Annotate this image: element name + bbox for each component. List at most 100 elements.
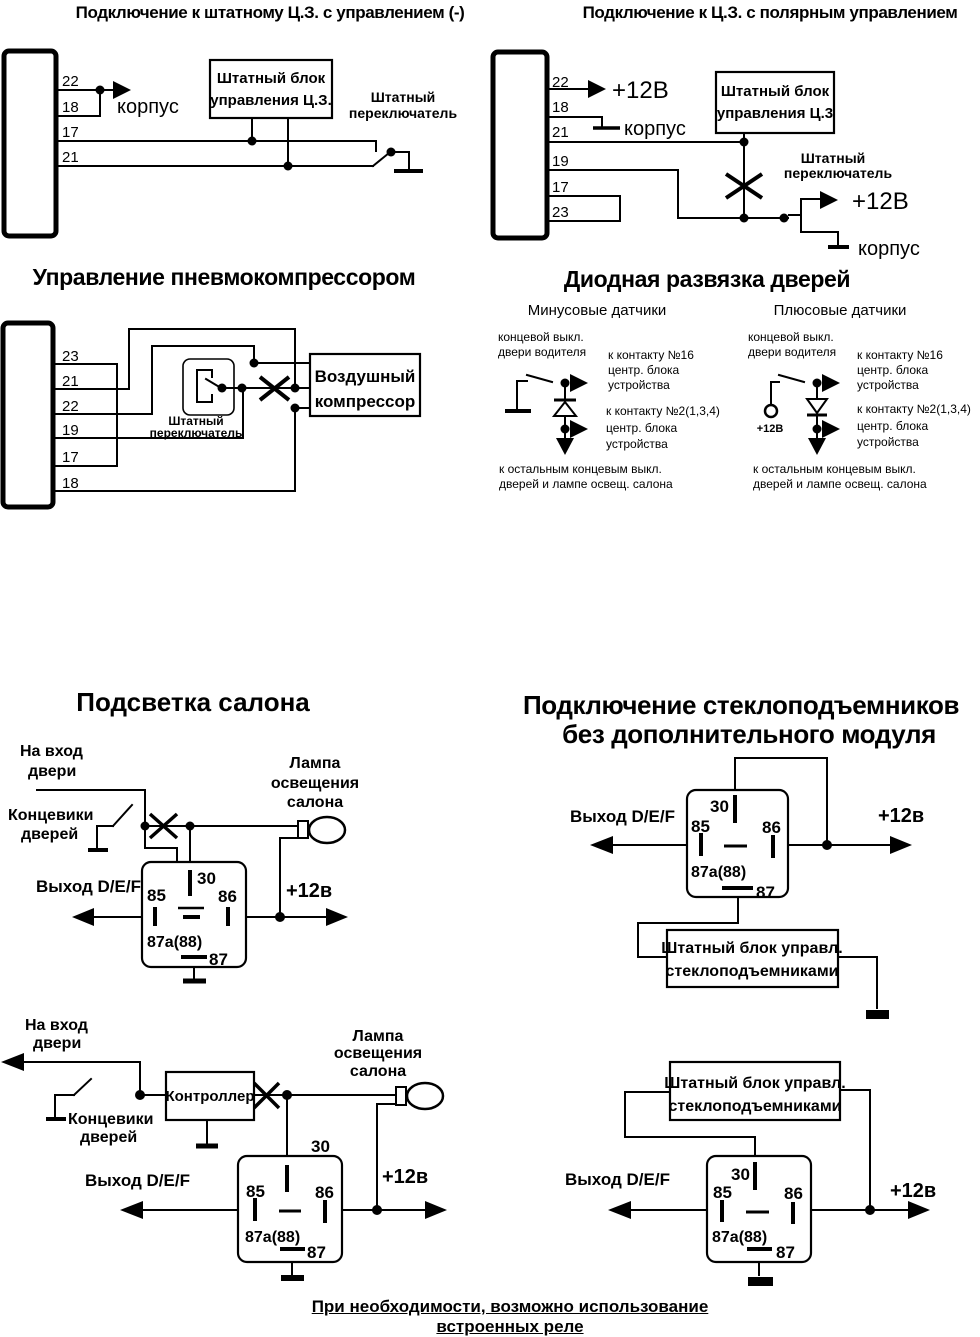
panel-interior-light: Подсветка салона На вход двери Конце bbox=[1, 687, 447, 1281]
panel-title: Подключение к штатному Ц.З. с управление… bbox=[76, 3, 465, 22]
arrow-left-icon bbox=[120, 1201, 143, 1219]
pin-label: 17 bbox=[62, 449, 79, 466]
arrow-right-icon bbox=[890, 836, 912, 854]
plus-circuit: концевой выкл. двери водителя +12В к кон… bbox=[748, 330, 971, 491]
lifters-circuit-2: Штатный блок управл. стеклоподъемниками … bbox=[565, 1060, 936, 1286]
korpus-label: корпус bbox=[858, 238, 920, 260]
arrow-right-icon bbox=[588, 80, 606, 98]
arrow-left-icon bbox=[590, 836, 613, 854]
panel-title: Подключение стеклоподъемников bbox=[523, 690, 959, 720]
plus12-label: +12В bbox=[852, 188, 909, 215]
output-label: Выход D/E/F bbox=[570, 807, 675, 826]
panel-pneumo-compressor: Управление пневмокомпрессором 23 21 22 1… bbox=[0, 264, 422, 510]
door-switch-label: Концевики bbox=[68, 1111, 153, 1128]
lamp-label: салона bbox=[287, 794, 343, 811]
footer-note: При необходимости, возможно использовани… bbox=[260, 1297, 760, 1337]
minus-header: Минусовые датчики bbox=[528, 302, 667, 319]
panel-diode-isolation: Диодная развязка дверей Минусовые датчик… bbox=[498, 266, 971, 491]
rest-label: к остальным концевым выкл. bbox=[753, 462, 916, 476]
junction-dot bbox=[283, 161, 293, 171]
junction-dot bbox=[249, 358, 259, 368]
compressor-label: компрессор bbox=[315, 392, 416, 411]
junction-dot bbox=[812, 378, 822, 388]
relay-pin-label: 87 bbox=[307, 1243, 326, 1262]
lifter-unit-box bbox=[665, 928, 840, 989]
arrow-right-icon bbox=[820, 191, 838, 209]
relay-pin-label: 85 bbox=[147, 886, 166, 905]
panel-title: без дополнительного модуля bbox=[562, 719, 936, 749]
minus-circuit: концевой выкл. двери водителя к контакту… bbox=[498, 330, 720, 491]
pin-label: 23 bbox=[62, 348, 79, 365]
controller-label: Контроллер bbox=[165, 1088, 254, 1105]
switch-blade bbox=[111, 803, 134, 828]
diode-icon bbox=[551, 400, 579, 417]
pin-label: 17 bbox=[552, 179, 569, 196]
arrow-right-icon bbox=[425, 1201, 447, 1219]
relay-pin-label: 86 bbox=[315, 1183, 334, 1202]
relay-pin-label: 87а(88) bbox=[691, 864, 746, 881]
plus12-label: +12В bbox=[757, 423, 784, 435]
arrow-right-icon bbox=[908, 1201, 930, 1219]
pin-label: 21 bbox=[62, 149, 79, 166]
junction-dot bbox=[739, 137, 749, 147]
panel-title: Диодная развязка дверей bbox=[564, 266, 850, 292]
arrow-down-icon bbox=[808, 438, 826, 455]
switch-blade bbox=[72, 1077, 93, 1097]
relay-pin-label: 87 bbox=[209, 950, 228, 969]
relay-pin-label: 87 bbox=[756, 883, 775, 902]
relay-pin-label: 85 bbox=[713, 1183, 732, 1202]
junction-dot bbox=[290, 403, 300, 413]
switch-contacts bbox=[196, 369, 213, 403]
main-unit-connector bbox=[1, 48, 59, 239]
pin-label: 22 bbox=[552, 74, 569, 91]
contact16-label: центр. блока bbox=[608, 363, 680, 377]
lamp-label: Лампа bbox=[290, 755, 341, 772]
junction-dot bbox=[290, 383, 300, 393]
arrow-left-icon bbox=[608, 1201, 631, 1219]
junction-dot bbox=[247, 136, 257, 146]
junction-dot bbox=[282, 1090, 292, 1100]
switch-blade bbox=[371, 151, 391, 168]
x-cut-icon bbox=[148, 812, 179, 840]
relay-box bbox=[705, 1154, 813, 1264]
switch-label: переключатель bbox=[150, 426, 243, 440]
switch-blade bbox=[777, 373, 806, 384]
junction-dot bbox=[372, 1205, 382, 1215]
footer-note-line: При необходимости, возможно использовани… bbox=[311, 1297, 709, 1316]
arrow-right-icon bbox=[570, 420, 588, 438]
lifter-unit-label: стеклоподъемниками bbox=[666, 963, 839, 980]
relay-pin-label: 85 bbox=[691, 817, 710, 836]
pin-label: 19 bbox=[62, 422, 79, 439]
contact16-label: к контакту №16 bbox=[857, 348, 943, 362]
lamp-label: освещения bbox=[271, 775, 359, 792]
junction-dot bbox=[135, 1090, 145, 1100]
arrow-down-icon bbox=[556, 438, 574, 455]
lamp-socket bbox=[297, 820, 309, 839]
junction-dot bbox=[237, 383, 247, 393]
wires bbox=[56, 89, 410, 171]
ground-icon bbox=[866, 1010, 889, 1019]
output-label: Выход D/E/F bbox=[36, 877, 141, 896]
ground-icon bbox=[748, 1277, 773, 1286]
relay-box bbox=[685, 788, 790, 899]
contact2-label: устройства bbox=[606, 437, 668, 451]
output-label: Выход D/E/F bbox=[565, 1170, 670, 1189]
junction-dot bbox=[560, 424, 570, 434]
panel-central-lock-negative: Подключение к штатному Ц.З. с управление… bbox=[1, 3, 465, 239]
plus-terminal bbox=[763, 403, 779, 419]
wires bbox=[52, 328, 311, 492]
door-switch-label: двери водителя bbox=[498, 345, 586, 359]
pin-label: 21 bbox=[552, 124, 569, 141]
arrow-right-icon bbox=[326, 908, 348, 926]
diode-icon bbox=[805, 398, 829, 415]
switch-blade bbox=[525, 373, 554, 384]
ecu-label: Штатный блок bbox=[721, 83, 830, 100]
ecu-label: управления Ц.З. bbox=[210, 92, 332, 109]
contact16-label: устройства bbox=[857, 378, 919, 392]
lamp-icon bbox=[307, 815, 347, 845]
pin-label: 18 bbox=[552, 99, 569, 116]
relay-box bbox=[140, 860, 248, 969]
rest-label: к остальным концевым выкл. bbox=[499, 462, 662, 476]
panel-window-lifters: Подключение стеклоподъемников без дополн… bbox=[523, 690, 959, 1286]
